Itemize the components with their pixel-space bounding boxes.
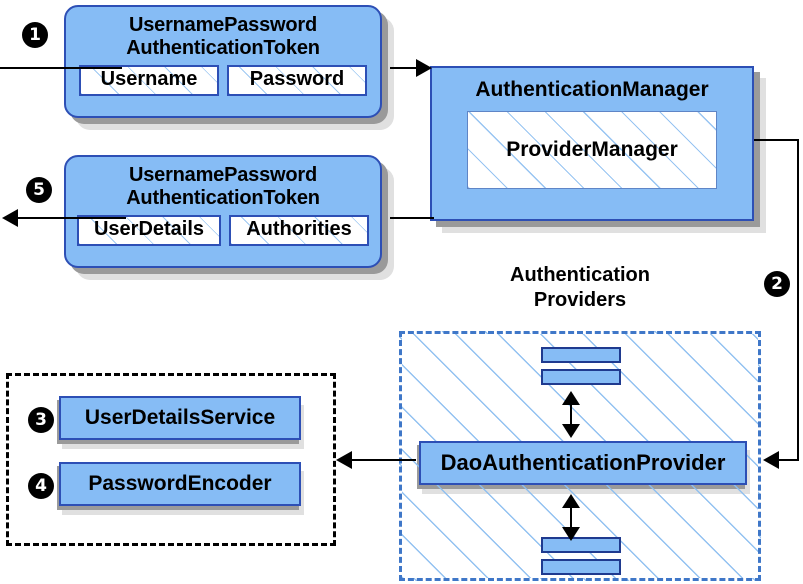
manager-to-dao-arrowhead [763,451,779,469]
response-outgoing-arrowhead [2,209,18,227]
anonymous-provider-bar-4[interactable] [541,559,621,575]
response-outgoing-line [18,217,126,219]
anonymous-provider-bar-2[interactable] [541,369,621,385]
anonymous-provider-bar-1[interactable] [541,347,621,363]
provider-link-line-bottom [570,497,572,531]
step-3-bullet: 3 [28,407,54,433]
response-token-title-line1: UsernamePassword [128,164,317,186]
password-encoder-box[interactable]: PasswordEncoder [59,462,301,506]
provider-manager-box[interactable]: ProviderManager [467,111,717,189]
field-authorities[interactable]: Authorities [229,215,369,246]
dao-dependencies-region[interactable] [6,373,336,546]
manager-to-dao-line-top [754,139,799,141]
request-token-box[interactable]: UsernamePassword AuthenticationToken Use… [64,5,382,118]
incoming-request-line [0,67,122,69]
request-token-title: UsernamePassword AuthenticationToken [66,7,380,60]
response-token-box[interactable]: UsernamePassword AuthenticationToken Use… [64,155,382,268]
provider-link-arrow-up-top [562,391,580,405]
auth-manager-title: AuthenticationManager [475,78,709,101]
field-userdetails[interactable]: UserDetails [77,215,221,246]
authentication-providers-label: Authentication Providers [470,263,690,313]
request-token-fields: Username Password [66,65,380,96]
token-to-manager-line [390,67,418,69]
request-token-title-line1: UsernamePassword [128,14,317,36]
step-5-bullet: 5 [26,177,52,203]
response-token-title: UsernamePassword AuthenticationToken [66,157,380,210]
response-token-fields: UserDetails Authorities [66,215,380,246]
anonymous-provider-bar-3[interactable] [541,537,621,553]
userdetails-service-box[interactable]: UserDetailsService [59,396,301,440]
manager-to-response-line [390,217,434,219]
manager-to-dao-line-vertical [797,139,799,460]
auth-manager-box[interactable]: AuthenticationManager ProviderManager [430,66,754,221]
step-1-bullet: 1 [22,22,48,48]
providers-label-line1: Authentication [510,264,650,286]
step-4-bullet: 4 [28,473,54,499]
dao-authentication-provider-box[interactable]: DaoAuthenticationProvider [419,441,747,485]
providers-label-line2: Providers [533,289,627,311]
dao-to-dependencies-arrowhead [336,451,352,469]
manager-to-dao-line-bottom [779,459,799,461]
provider-link-line-top [570,394,572,428]
response-token-title-line2: AuthenticationToken [126,187,320,209]
provider-link-arrow-down-bottom [562,527,580,541]
step-2-bullet: 2 [764,271,790,297]
dao-to-dependencies-line [352,459,416,461]
provider-link-arrow-down-top [562,424,580,438]
token-to-manager-arrowhead [416,59,432,77]
field-username[interactable]: Username [79,65,219,96]
provider-link-arrow-up-bottom [562,494,580,508]
request-token-title-line2: AuthenticationToken [126,37,320,59]
field-password[interactable]: Password [227,65,367,96]
